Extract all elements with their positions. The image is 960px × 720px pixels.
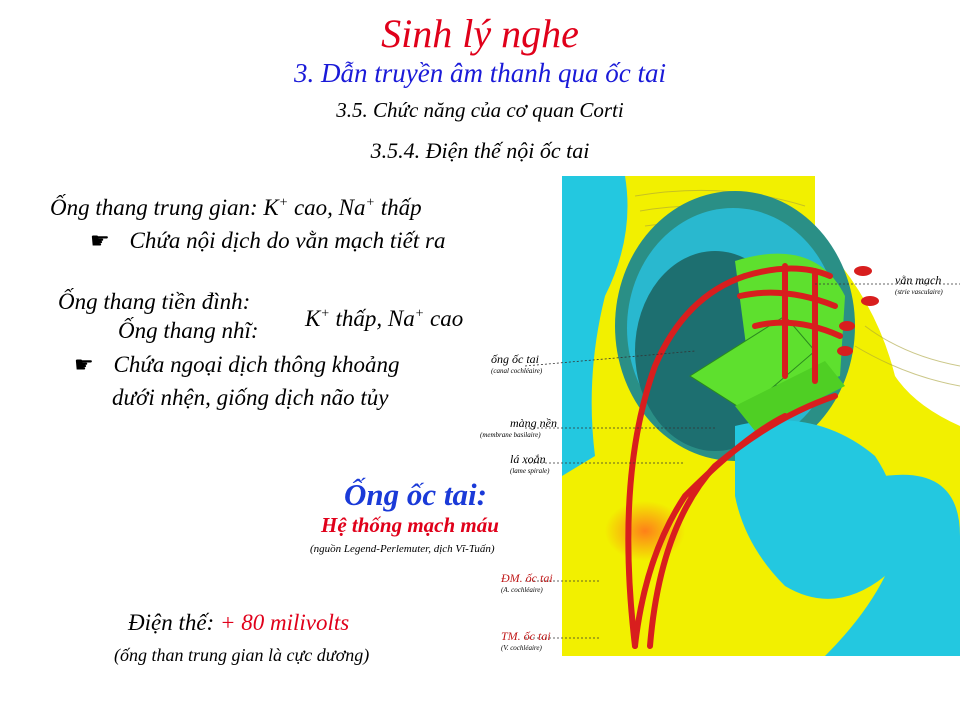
sup-plus: +	[278, 195, 289, 211]
scala-media-bullet: ☛ Chứa nội dịch do vằn mạch tiết ra	[90, 228, 445, 254]
potential-note: (ống than trung gian là cực dương)	[114, 645, 370, 665]
vessel-sections	[837, 266, 879, 356]
label-main: vằn mạch	[895, 273, 942, 287]
figure-source: (nguồn Legend-Perlemuter, dịch Vĩ-Tuấn)	[310, 543, 495, 555]
slide-title: Sinh lý nghe	[381, 11, 579, 56]
ion-prefix: K	[305, 306, 321, 331]
subsection-heading: 3.5.4. Điện thế nội ốc tai	[370, 138, 590, 163]
label-a-cochleaire: ĐM. ốc tai (A. cochléaire)	[501, 571, 553, 594]
label-sub: (strie vasculaire)	[895, 288, 943, 296]
sup-plus: +	[365, 195, 375, 211]
potential-line: Điện thế: + 80 milivolts	[128, 610, 349, 636]
scala-vestibuli-label: Ống thang tiền đình:	[58, 289, 251, 314]
sup-plus: +	[414, 306, 425, 322]
background-region	[815, 176, 960, 426]
cochlea-illustration	[524, 176, 960, 656]
label-sub: (A. cochléaire)	[501, 586, 543, 594]
potential-label: Điện thế:	[128, 610, 220, 635]
label-main: TM. ốc tai	[501, 629, 551, 643]
label-v-cochleaire: TM. ốc tai (V. cochléaire)	[501, 629, 551, 652]
cochlear-duct-diagram: ống ốc tai (canal cochléaire) màng nền (…	[480, 176, 960, 656]
label-main: lá xoắn	[510, 452, 546, 466]
scala-vestibuli-region	[562, 176, 628, 476]
scala-media-ions: Ống thang trung gian: K+ cao, Na+ thấp	[50, 195, 422, 221]
ion-suffix: cao	[424, 306, 464, 331]
sup-plus: +	[320, 306, 330, 322]
label-main: ĐM. ốc tai	[501, 571, 553, 585]
label-leaders	[524, 283, 960, 639]
label-sub: (canal cochléaire)	[491, 367, 543, 375]
label-membrane-basilaire: màng nền (membrane basilaire)	[480, 416, 557, 439]
label-sub: (membrane basilaire)	[480, 431, 541, 439]
label-main: màng nền	[510, 416, 557, 430]
scala-tympani	[735, 420, 898, 599]
perilymph-ions: K+ thấp, Na+ cao	[305, 306, 463, 332]
scala-media-mid: cao, Na	[288, 195, 366, 220]
scala-tympani-lower	[825, 474, 960, 656]
pointing-hand-icon: ☛	[90, 229, 110, 254]
slide-subtitle: 3. Dẫn truyền âm thanh qua ốc tai	[294, 58, 666, 88]
label-main: ống ốc tai	[491, 352, 539, 366]
spiral-ganglion-glow	[605, 501, 685, 561]
scala-media-suffix: thấp	[374, 195, 422, 220]
perilymph-bullet-line2: dưới nhện, giống dịch não tủy	[112, 385, 389, 410]
section-heading: 3.5. Chức năng của cơ quan Corti	[336, 98, 624, 122]
figure-caption: Hệ thống mạch máu	[321, 513, 499, 537]
label-sub: (lame spirale)	[510, 467, 550, 475]
blood-vessels	[625, 263, 843, 649]
perilymph-bullet: ☛ Chứa ngoại dịch thông khoảng	[74, 352, 399, 378]
label-canal-cochleaire: ống ốc tai (canal cochléaire)	[491, 352, 542, 375]
label-lame-spirale: lá xoắn (lame spirale)	[510, 452, 549, 475]
scala-media-bullet-text: Chứa nội dịch do vằn mạch tiết ra	[129, 228, 446, 253]
perilymph-bullet-line1: Chứa ngoại dịch thông khoảng	[113, 352, 400, 377]
scala-media-prefix: Ống thang trung gian: K	[50, 195, 279, 220]
label-sub: (V. cochléaire)	[501, 644, 542, 652]
figure-heading: Ống ốc tai:	[344, 477, 487, 512]
scala-tympani-label: Ống thang nhĩ:	[118, 318, 259, 343]
ion-mid: thấp, Na	[329, 306, 415, 331]
pointing-hand-icon: ☛	[74, 353, 94, 378]
potential-value: + 80 milivolts	[219, 610, 350, 635]
label-strie-vasculaire: vằn mạch (strie vasculaire)	[895, 273, 943, 296]
